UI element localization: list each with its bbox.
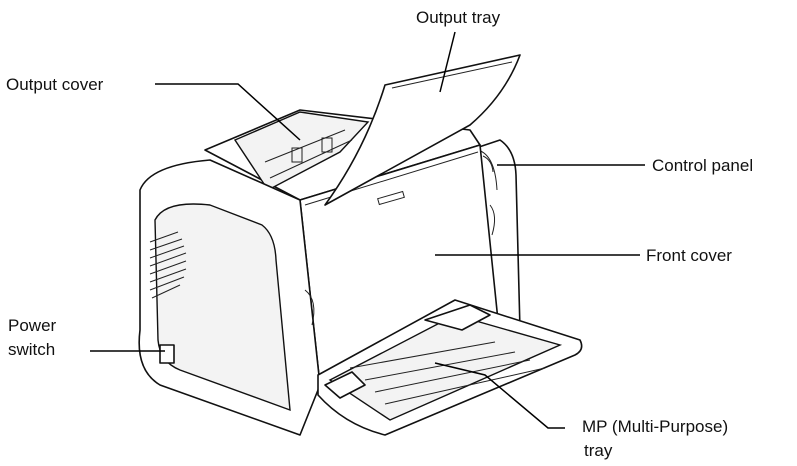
label-output-cover: Output cover: [6, 75, 104, 94]
output-tray: [324, 54, 521, 206]
mp-tray-ribs: [349, 341, 546, 405]
label-output-tray: Output tray: [416, 8, 501, 27]
label-mp-tray-line1: MP (Multi-Purpose): [582, 417, 729, 436]
label-power-switch-line2: switch: [8, 340, 56, 359]
label-power-switch-line1: Power: [8, 316, 57, 335]
paper-guide-right: [424, 304, 491, 331]
label-front-cover: Front cover: [646, 246, 732, 265]
vent-grille: [149, 231, 187, 299]
power-switch: [159, 344, 175, 364]
leader-lines: [90, 31, 645, 429]
label-mp-tray-line2: tray: [584, 441, 613, 460]
label-control-panel: Control panel: [652, 156, 754, 175]
paper-guide-left: [324, 371, 366, 399]
